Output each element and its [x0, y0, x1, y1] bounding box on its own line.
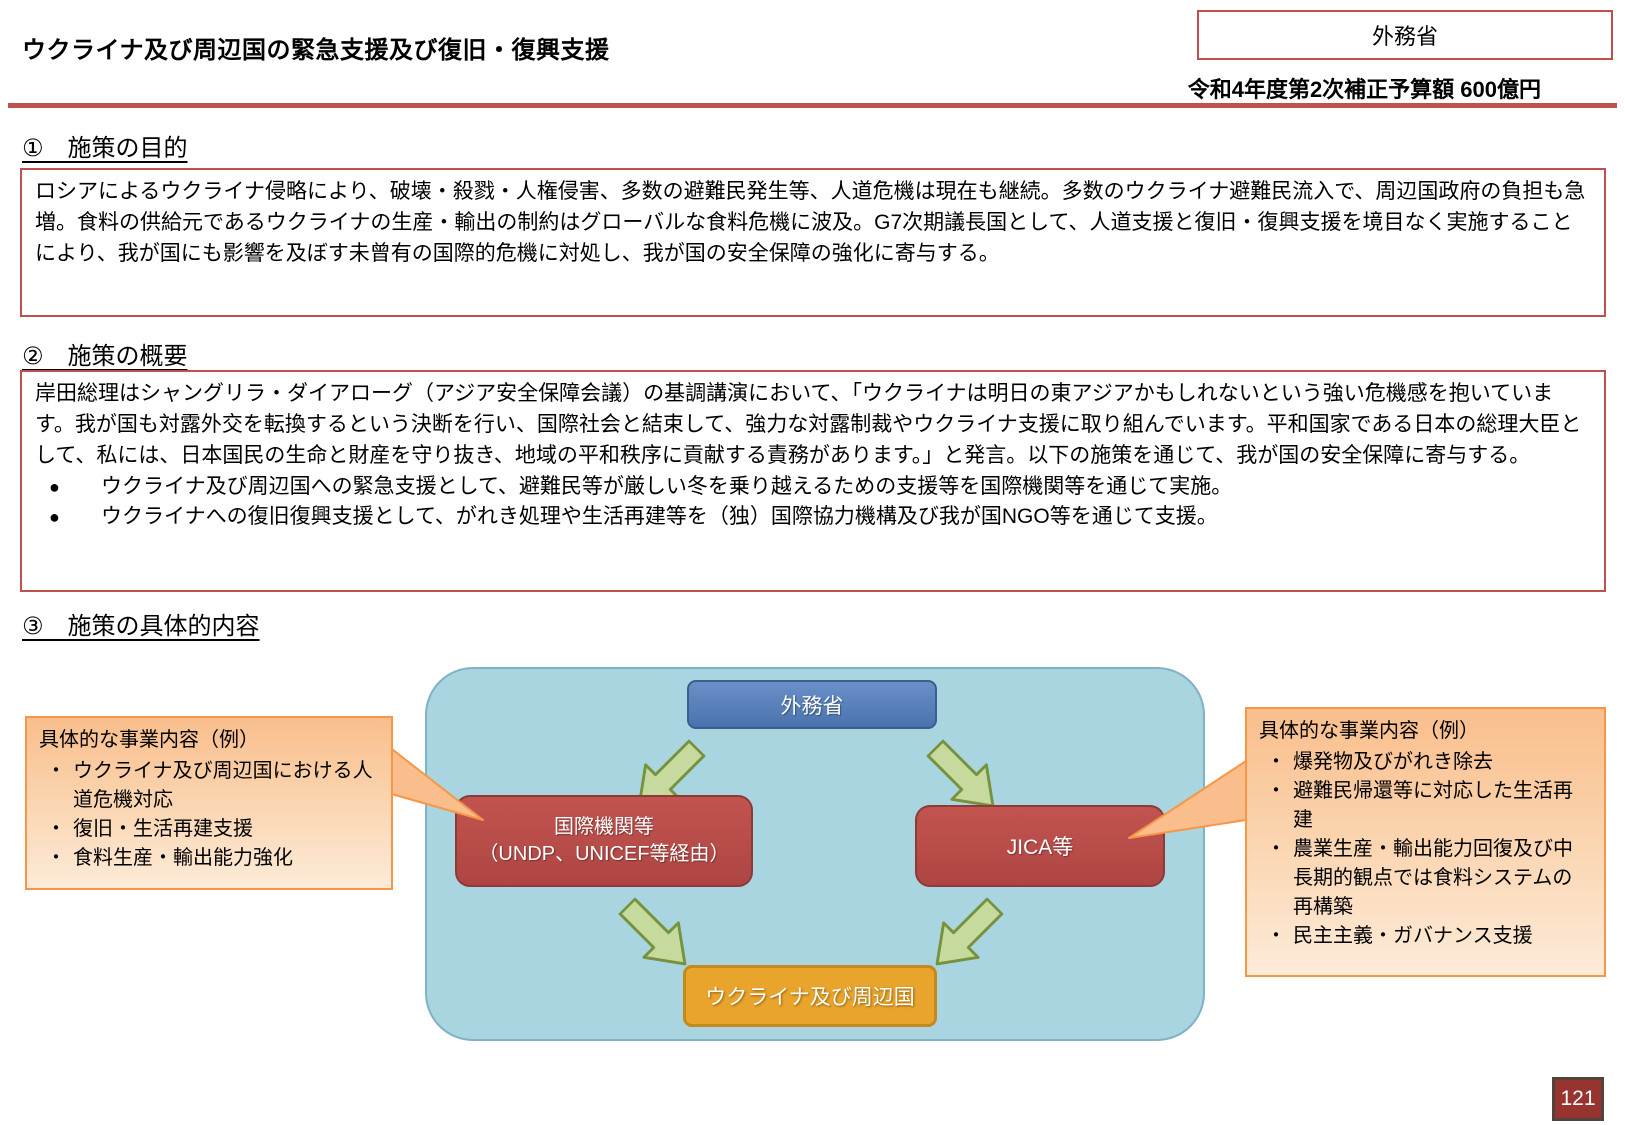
- right-callout-item-1: ・ 爆発物及びがれき除去: [1259, 748, 1592, 777]
- left-callout-item-3-text: 食料生産・輸出能力強化: [73, 847, 293, 869]
- bullet-icon: ・: [46, 818, 66, 840]
- left-callout-item-2-text: 復旧・生活再建支援: [73, 818, 253, 840]
- ministry-label-box: 外務省: [1197, 10, 1613, 60]
- section2-heading: ② 施策の概要: [22, 343, 188, 370]
- diagram-node-international-orgs: 国際機関等 （UNDP、UNICEF等経由）: [455, 795, 753, 887]
- page-number-badge: 121: [1552, 1077, 1604, 1121]
- left-callout-item-2: ・ 復旧・生活再建支援: [39, 815, 379, 844]
- bullet-icon: ・: [1266, 780, 1286, 802]
- right-callout-item-4: ・ 民主主義・ガバナンス支援: [1259, 922, 1592, 951]
- section3-heading: ③ 施策の具体的内容: [22, 613, 260, 640]
- diagram-node-international-orgs-line2: （UNDP、UNICEF等経由）: [478, 843, 730, 865]
- bullet-icon: ●: [49, 507, 60, 528]
- right-callout-item-2-text: 避難民帰還等に対応した生活再建: [1293, 780, 1573, 831]
- diagram-node-jica: JICA等: [915, 805, 1165, 887]
- left-callout-tail: [387, 745, 484, 821]
- section2-bullet-2-text: ウクライナへの復旧復興支援として、がれき処理や生活再建等を（独）国際協力機構及び…: [101, 505, 1218, 529]
- left-callout-item-3: ・ 食料生産・輸出能力強化: [39, 844, 379, 873]
- section2-bullet-1: ● ウクライナ及び周辺国への緊急支援として、避難民等が厳しい冬を乗り越えるための…: [35, 472, 1591, 503]
- bullet-icon: ・: [46, 847, 66, 869]
- arrow-down-right-icon: [608, 887, 707, 986]
- right-callout-item-1-text: 爆発物及びがれき除去: [1293, 751, 1493, 773]
- section2-body-box: 岸田総理はシャングリラ・ダイアローグ（アジア安全保障会議）の基調講演において、「…: [20, 370, 1606, 592]
- right-callout-item-4-text: 民主主義・ガバナンス支援: [1293, 925, 1533, 947]
- section2-bullet-2: ● ウクライナへの復旧復興支援として、がれき処理や生活再建等を（独）国際協力機構…: [35, 502, 1591, 533]
- diagram-node-jica-label: JICA等: [1006, 836, 1074, 859]
- arrow-down-left-icon: [916, 887, 1015, 986]
- diagram-node-ukraine: ウクライナ及び周辺国: [683, 965, 937, 1027]
- left-callout-item-1: ・ ウクライナ及び周辺国における人道危機対応: [39, 757, 379, 815]
- arrow-down-right-icon: [916, 729, 1015, 828]
- right-callout-title: 具体的な事業内容（例）: [1259, 720, 1479, 742]
- right-callout-item-3: ・ 農業生産・輸出能力回復及び中長期的観点では食料システムの再構築: [1259, 835, 1592, 922]
- bullet-icon: ・: [1266, 925, 1286, 947]
- right-callout: 具体的な事業内容（例） ・ 爆発物及びがれき除去 ・ 避難民帰還等に対応した生活…: [1245, 707, 1606, 977]
- bullet-icon: ●: [49, 476, 60, 497]
- right-callout-item-2: ・ 避難民帰還等に対応した生活再建: [1259, 777, 1592, 835]
- left-callout-title: 具体的な事業内容（例）: [39, 729, 259, 751]
- diagram-node-mofa: 外務省: [687, 680, 937, 729]
- section2-bullet-1-text: ウクライナ及び周辺国への緊急支援として、避難民等が厳しい冬を乗り越えるための支援…: [101, 474, 1233, 498]
- right-callout-tail: [1128, 760, 1247, 839]
- diagram-node-ukraine-label: ウクライナ及び周辺国: [705, 986, 915, 1009]
- section2-paragraph: 岸田総理はシャングリラ・ダイアローグ（アジア安全保障会議）の基調講演において、「…: [35, 382, 1582, 467]
- diagram-node-mofa-label: 外務省: [780, 694, 844, 718]
- section1-body-text: ロシアによるウクライナ侵略により、破壊・殺戮・人権侵害、多数の避難民発生等、人道…: [35, 180, 1586, 265]
- budget-amount: 令和4年度第2次補正予算額 600億円: [1187, 77, 1541, 102]
- section1-heading: ① 施策の目的: [22, 135, 188, 162]
- header-divider: [8, 103, 1617, 108]
- ministry-name: 外務省: [1371, 24, 1438, 49]
- page-number: 121: [1560, 1087, 1596, 1110]
- bullet-icon: ・: [1266, 751, 1286, 773]
- page-title: ウクライナ及び周辺国の緊急支援及び復旧・復興支援: [22, 37, 610, 64]
- diagram-node-international-orgs-line1: 国際機関等: [554, 816, 654, 838]
- left-callout: 具体的な事業内容（例） ・ ウクライナ及び周辺国における人道危機対応 ・ 復旧・…: [25, 716, 393, 890]
- right-callout-item-3-text: 農業生産・輸出能力回復及び中長期的観点では食料システムの再構築: [1293, 838, 1573, 918]
- section1-body-box: ロシアによるウクライナ侵略により、破壊・殺戮・人権侵害、多数の避難民発生等、人道…: [20, 168, 1606, 317]
- left-callout-item-1-text: ウクライナ及び周辺国における人道危機対応: [73, 760, 373, 811]
- flow-diagram: 外務省 国際機関等 （UNDP、UNICEF等経由） JICA等 ウクライナ及び…: [0, 655, 1625, 1125]
- bullet-icon: ・: [1266, 838, 1286, 860]
- bullet-icon: ・: [46, 760, 66, 782]
